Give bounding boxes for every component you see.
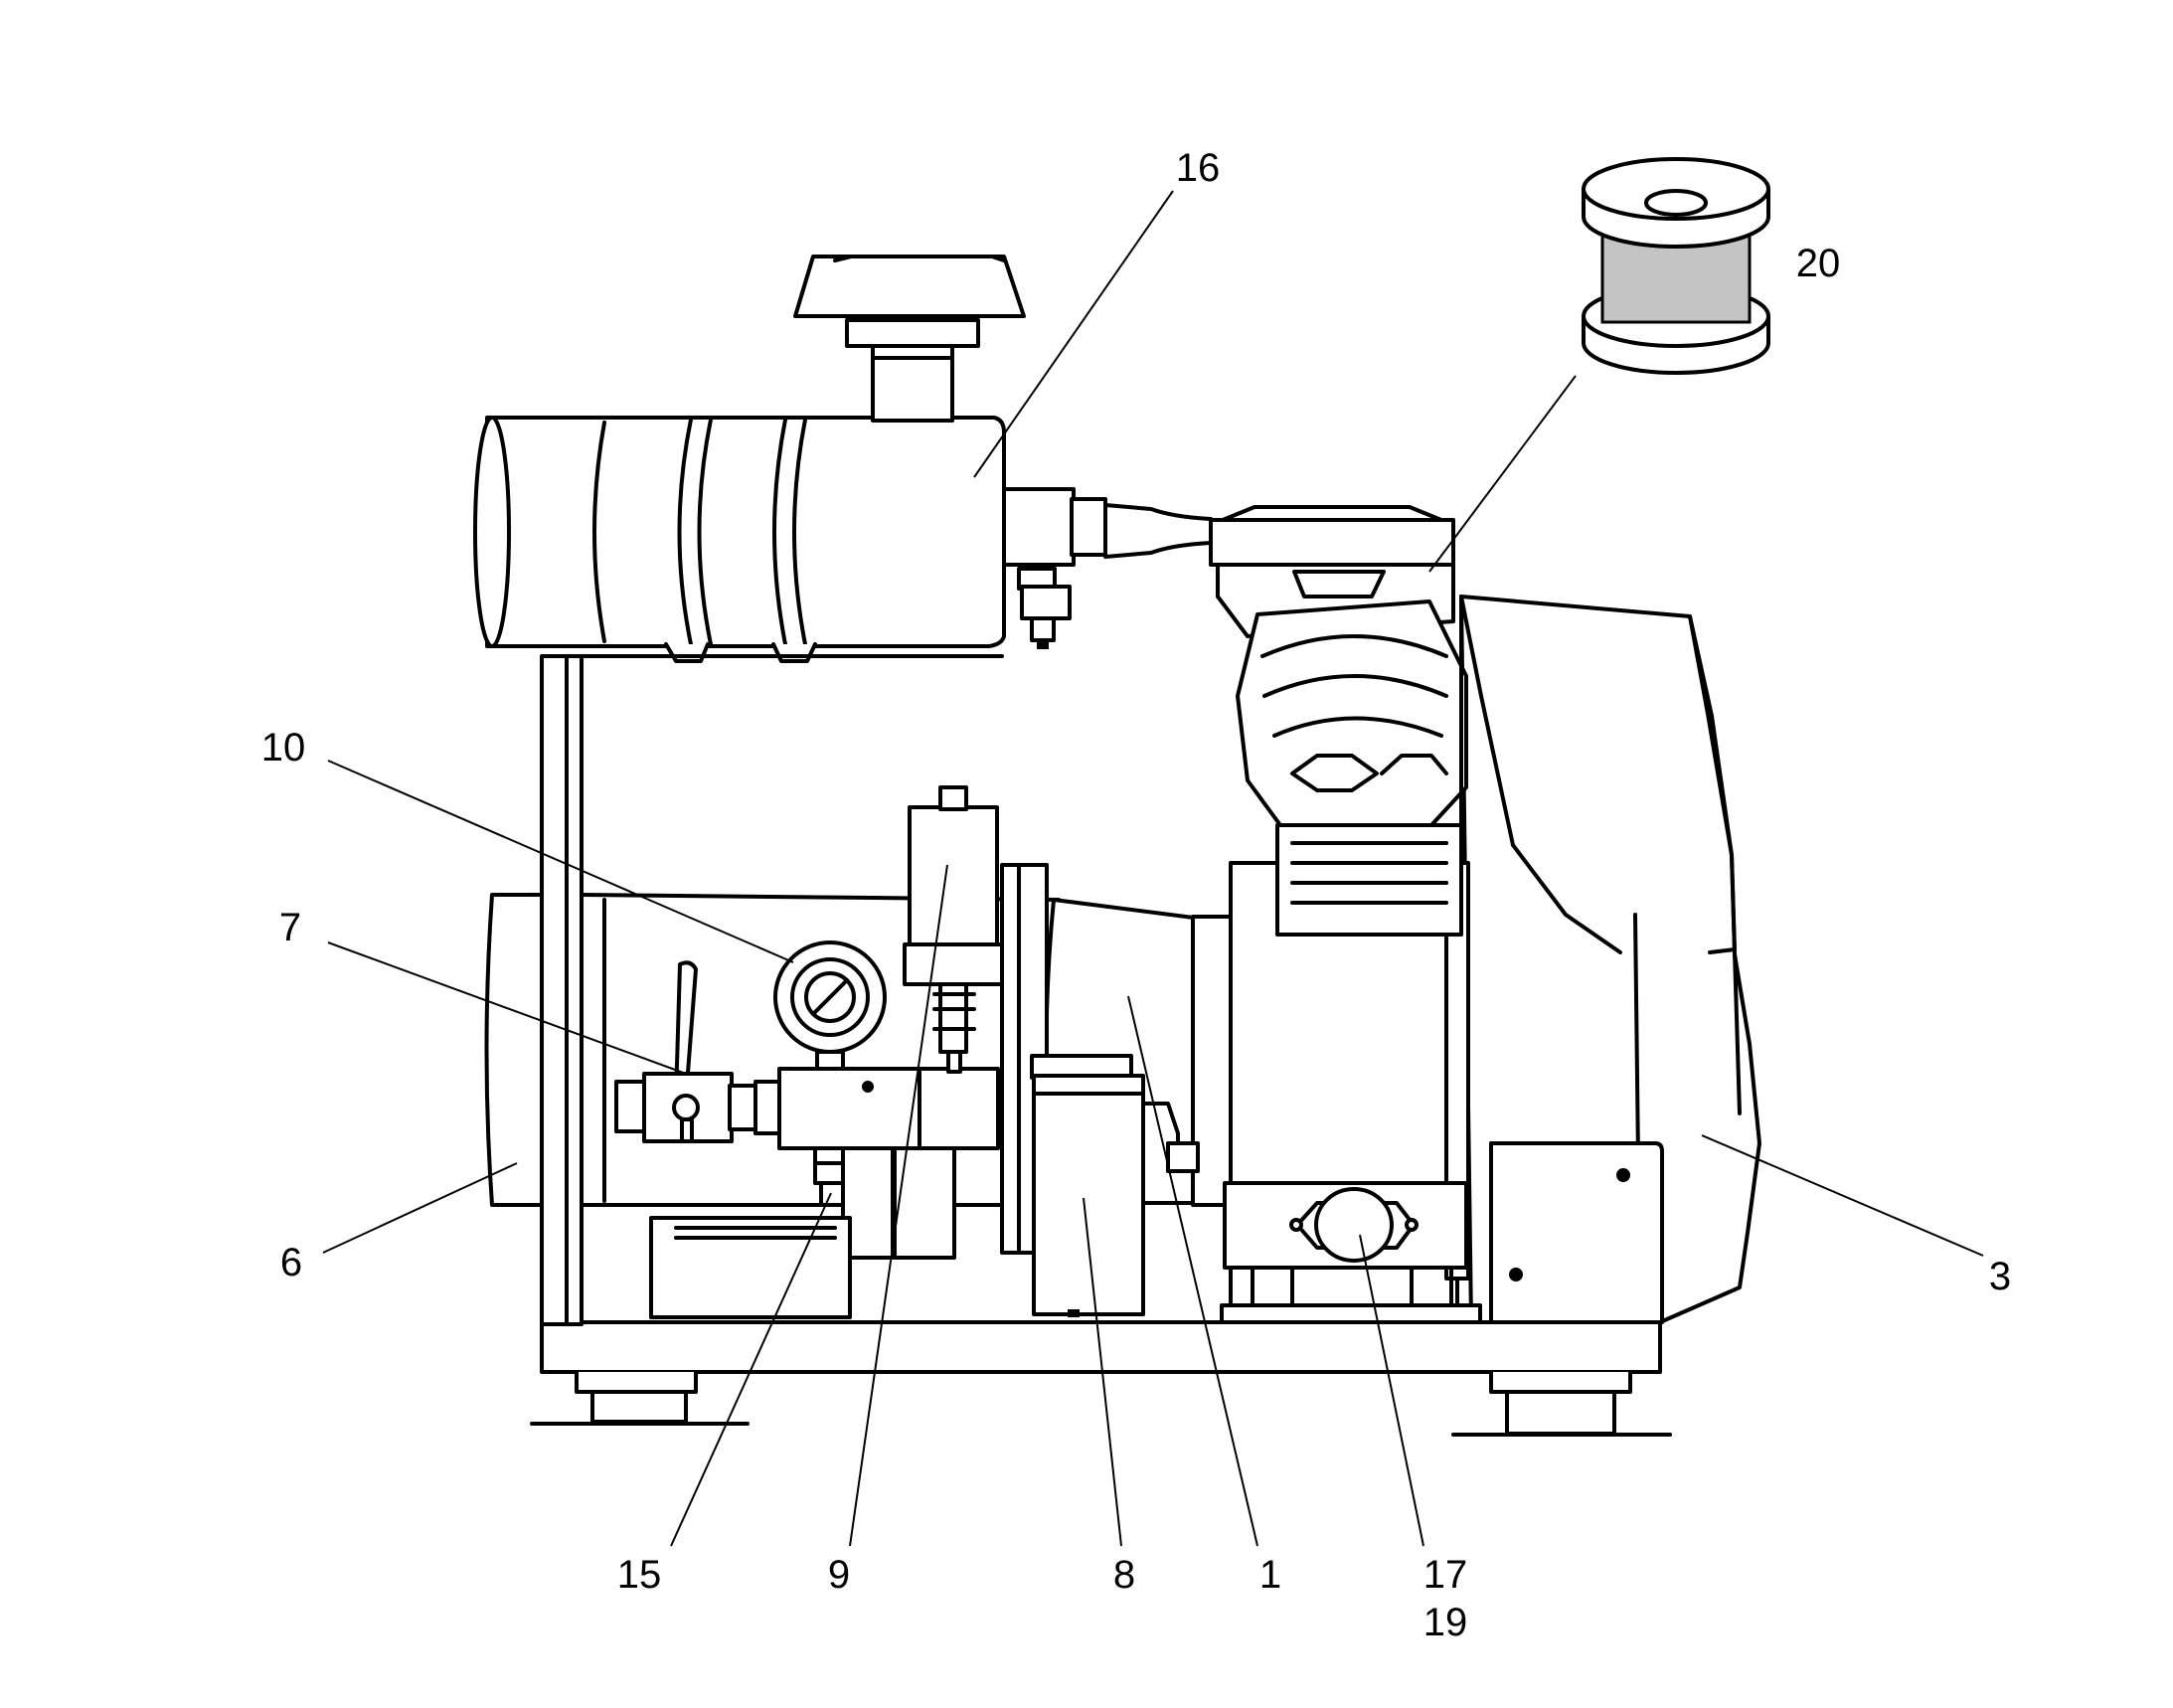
callout-15: 15 bbox=[617, 1553, 662, 1597]
leader-1 bbox=[1127, 995, 1258, 1547]
leader-20 bbox=[1428, 375, 1577, 573]
callout-6: 6 bbox=[280, 1241, 302, 1284]
oil-filter bbox=[1030, 1054, 1200, 1317]
vacuum-gauge bbox=[773, 940, 887, 1074]
callout-3: 3 bbox=[1989, 1255, 2011, 1298]
leader-9 bbox=[849, 864, 948, 1547]
leader-17 bbox=[1359, 1234, 1424, 1547]
leader-8 bbox=[1083, 1197, 1122, 1547]
control-box bbox=[1489, 1141, 1664, 1324]
oil-mist-filter bbox=[473, 255, 1213, 663]
tank-end-cap bbox=[484, 893, 1061, 1207]
callout-9: 9 bbox=[828, 1553, 850, 1597]
leader-10 bbox=[327, 760, 794, 963]
callout-17: 17 bbox=[1423, 1553, 1468, 1597]
leader-lines bbox=[322, 190, 1984, 1547]
callout-8: 8 bbox=[1113, 1553, 1135, 1597]
callout-labels: 16 20 10 7 6 3 15 9 8 1 17 19 bbox=[261, 146, 2011, 1644]
leader-15 bbox=[670, 1192, 832, 1547]
leader-6 bbox=[322, 1162, 518, 1254]
pump-body bbox=[1459, 595, 1761, 1324]
callout-10: 10 bbox=[261, 726, 306, 769]
ball-valve bbox=[614, 960, 783, 1143]
callout-7: 7 bbox=[279, 906, 301, 949]
base-frame bbox=[530, 654, 1672, 1437]
motor bbox=[1044, 861, 1482, 1324]
spare-spool bbox=[1582, 157, 1770, 375]
callout-20: 20 bbox=[1796, 242, 1841, 285]
callout-16: 16 bbox=[1176, 146, 1221, 190]
leader-3 bbox=[1701, 1134, 1984, 1257]
leader-16 bbox=[973, 190, 1174, 478]
callout-1: 1 bbox=[1259, 1553, 1281, 1597]
intake-housing bbox=[1209, 505, 1468, 937]
callout-19: 19 bbox=[1423, 1601, 1468, 1644]
leader-7 bbox=[327, 941, 687, 1075]
